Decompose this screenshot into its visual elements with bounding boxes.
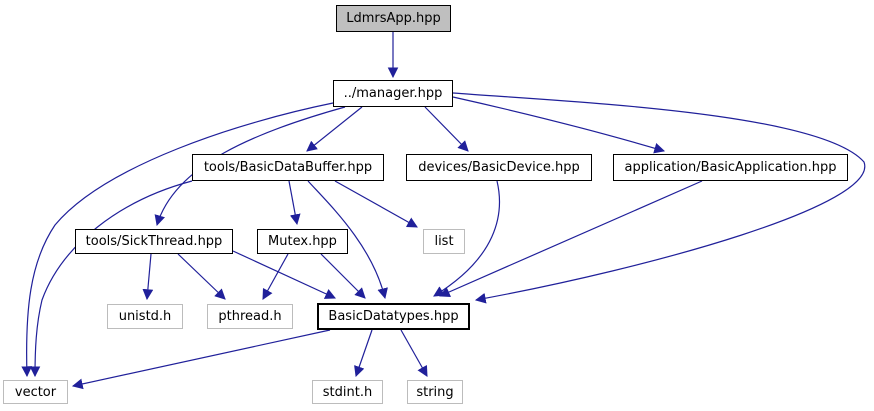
edge-manager-basicdevice: [424, 106, 469, 152]
node-string: string: [407, 380, 463, 404]
node-manager-hpp[interactable]: ../manager.hpp: [333, 80, 453, 107]
node-basicdatatypes-hpp[interactable]: BasicDatatypes.hpp: [317, 303, 470, 330]
edge-basicdatabuffer-list: [334, 180, 418, 228]
edge-basicdatabuffer-mutex: [288, 180, 301, 226]
edge-basicdatatypes-stdint: [354, 329, 373, 378]
node-unistd-h: unistd.h: [107, 304, 183, 329]
edge-basicdatabuffer-vector: [29, 180, 193, 378]
node-basicapplication-hpp[interactable]: application/BasicApplication.hpp: [613, 154, 848, 181]
edge-manager-basicapplication: [452, 96, 666, 154]
edge-manager-basicdatatypes: [452, 92, 866, 304]
edge-basicdatatypes-string: [400, 329, 428, 377]
edge-sickthread-basicdatatypes: [232, 250, 336, 299]
edge-mutex-pthread: [262, 253, 289, 300]
node-list: list: [423, 229, 465, 254]
edge-manager-basicdatabuffer: [306, 106, 363, 152]
edge-basicapplication-basicdatatypes: [439, 180, 703, 298]
node-sickthread-hpp[interactable]: tools/SickThread.hpp: [75, 229, 233, 254]
edge-basicdatatypes-vector: [71, 329, 331, 390]
edge-sickthread-unistd: [142, 253, 154, 301]
edge-sickthread-pthread: [177, 253, 226, 300]
edge-basicdevice-basicdatatypes: [433, 180, 500, 297]
node-pthread-h: pthread.h: [207, 304, 293, 329]
edge-manager-sickthread: [154, 106, 346, 227]
node-basicdevice-hpp[interactable]: devices/BasicDevice.hpp: [406, 154, 592, 181]
node-vector: vector: [3, 380, 68, 404]
edge-basicdatabuffer-basicdatatypes: [307, 180, 388, 300]
edge-manager-vector: [21, 102, 334, 378]
node-mutex-hpp[interactable]: Mutex.hpp: [257, 229, 348, 254]
node-ldmrsapp-hpp: LdmrsApp.hpp: [336, 5, 451, 32]
edge-mutex-basicdatatypes: [320, 253, 366, 299]
node-stdint-h: stdint.h: [312, 380, 383, 404]
node-basicdatabuffer-hpp[interactable]: tools/BasicDataBuffer.hpp: [192, 154, 384, 181]
